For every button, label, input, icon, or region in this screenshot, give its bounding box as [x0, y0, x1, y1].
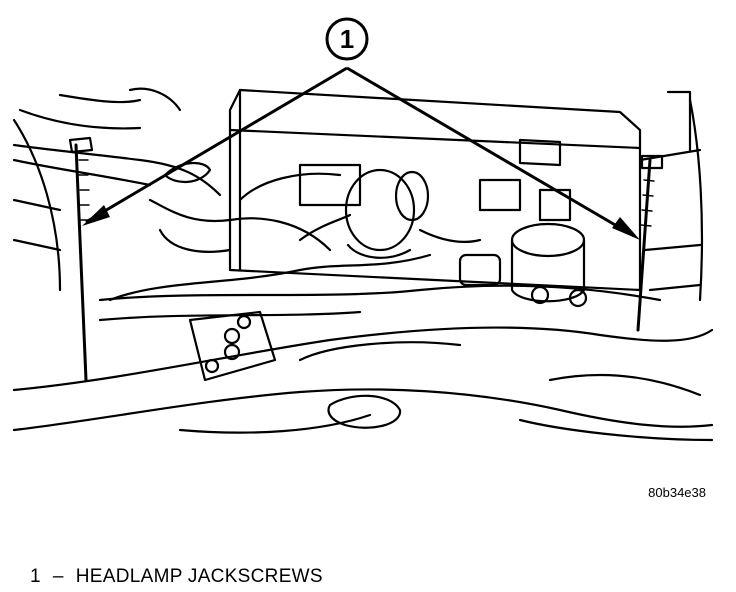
legend-number: 1: [30, 566, 41, 587]
radiator-support: [98, 284, 662, 382]
jackscrew-right: [636, 154, 664, 332]
leader-line-left: [85, 66, 348, 224]
legend-separator: –: [52, 566, 64, 587]
wiring-harness: [12, 87, 482, 302]
arrowhead-left: [82, 205, 110, 226]
headlamp-assembly-right: [638, 90, 704, 302]
arrowhead-right: [612, 217, 640, 240]
figure-code: 80b34e38: [648, 485, 706, 500]
callout-number: 1: [339, 24, 355, 54]
callout-circle: [325, 17, 369, 61]
leader-line-right: [346, 66, 635, 238]
engine-bay-illustration: [12, 17, 714, 442]
headlamp-assembly-left: [12, 118, 62, 292]
legend: 1–HEADLAMP JACKSCREWS: [30, 566, 323, 588]
power-distribution-center: [228, 88, 642, 292]
reservoir: [458, 222, 588, 308]
callout-leaders: [85, 17, 635, 238]
fender-outline: [12, 326, 714, 442]
legend-label: HEADLAMP JACKSCREWS: [75, 566, 323, 587]
jackscrew-left: [68, 136, 94, 382]
vacuum-canister: [298, 168, 430, 259]
